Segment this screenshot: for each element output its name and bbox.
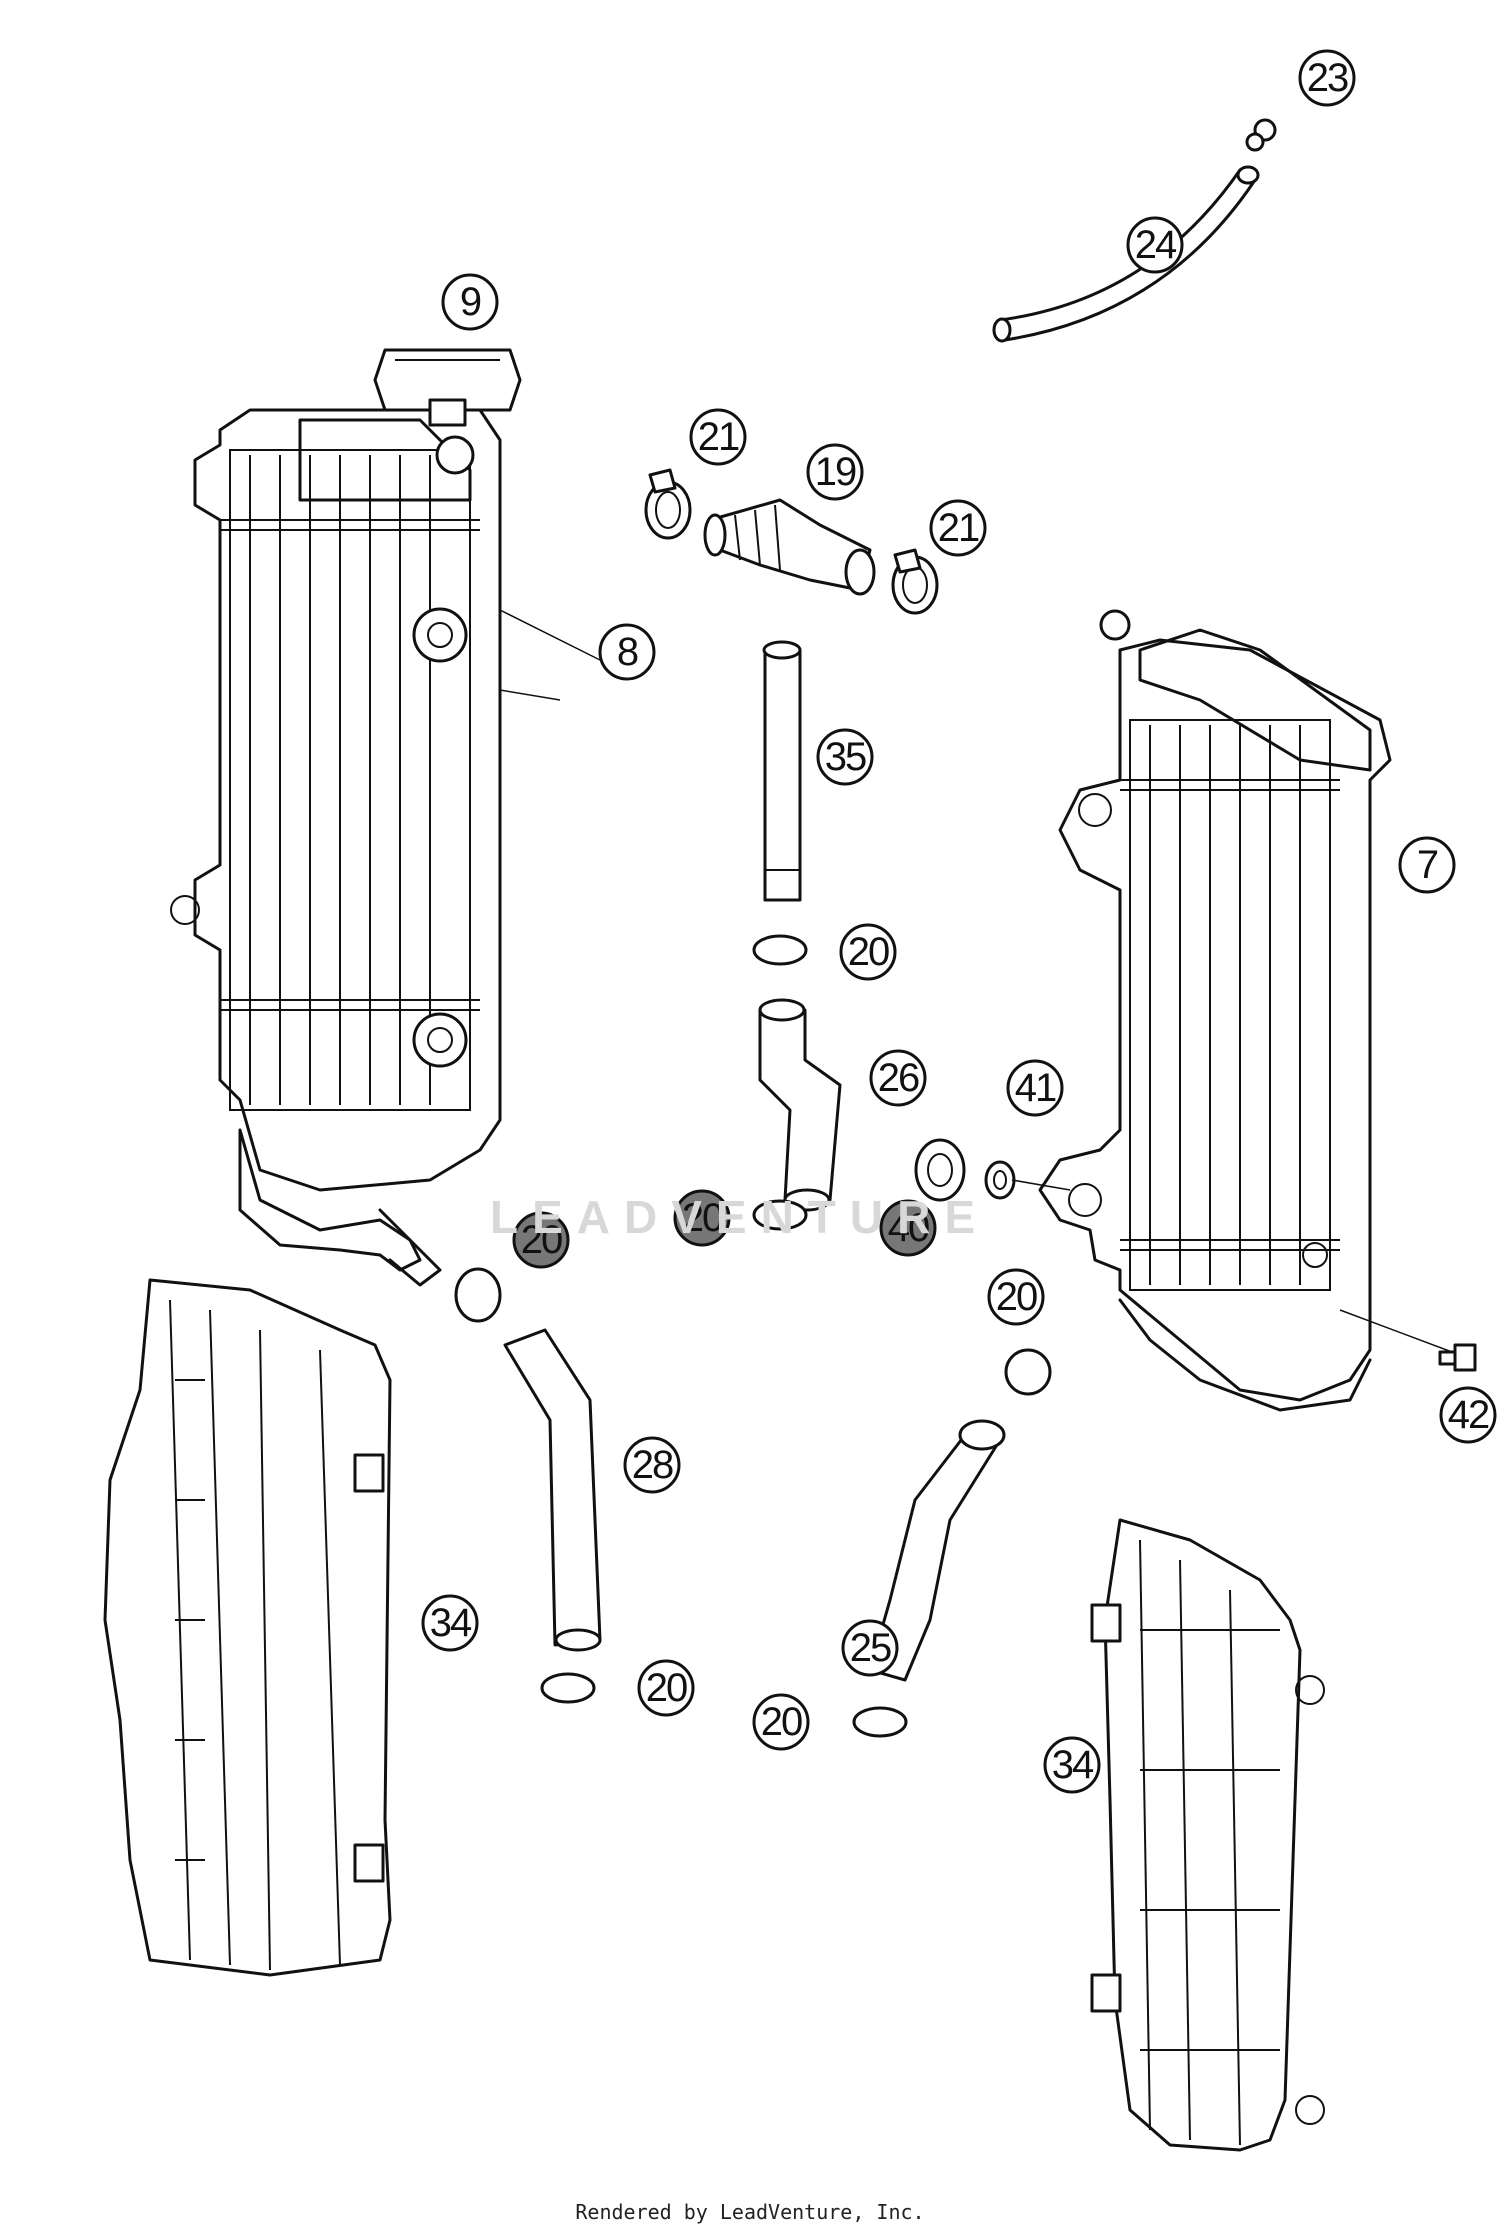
callout-number: 21: [938, 506, 979, 550]
callout-7: 7: [1398, 836, 1456, 894]
callout-20: 20: [752, 1693, 810, 1751]
callout-number: 28: [632, 1443, 673, 1487]
callout-circle: [929, 499, 987, 557]
hose-clamp-left[interactable]: [644, 468, 692, 540]
callout-19: 19: [806, 443, 864, 501]
coolant-fitting[interactable]: [703, 498, 876, 596]
right-radiator[interactable]: [1038, 609, 1392, 1412]
callout-number: 25: [850, 1626, 891, 1670]
callout-circle: [441, 273, 499, 331]
callout-number: 20: [646, 1666, 687, 1710]
callout-circle: [421, 1594, 479, 1652]
callout-20: 20: [673, 1189, 731, 1247]
callout-number: 35: [825, 735, 866, 779]
callout-number: 34: [430, 1601, 472, 1645]
callout-circle: [869, 1049, 927, 1107]
callout-circle: [623, 1436, 681, 1494]
callout-number: 24: [1135, 223, 1177, 267]
hose-clamp-20b[interactable]: [752, 1199, 808, 1231]
left-radiator[interactable]: [170, 408, 502, 1287]
callout-number: 21: [698, 415, 739, 459]
callout-circle: [752, 1693, 810, 1751]
callout-number: 41: [1015, 1066, 1056, 1110]
callout-number: 20: [682, 1196, 723, 1240]
callout-21: 21: [689, 408, 747, 466]
callout-number: 42: [1448, 1393, 1489, 1437]
callout-labels: 23 24 9 21 19 21 8 35 7 20 26 41 20 40 20 20 42 28 34 25 20 2…: [421, 49, 1497, 1794]
callout-number: 34: [1052, 1743, 1094, 1787]
callout-24: 24: [1126, 216, 1184, 274]
elbow-hose[interactable]: [758, 998, 842, 1212]
callout-circle: [806, 443, 864, 501]
callout-20: 20: [637, 1659, 695, 1717]
lower-hose-left[interactable]: [503, 1328, 602, 1652]
callout-number: 20: [996, 1275, 1037, 1319]
callout-circle: [1398, 836, 1456, 894]
right-radiator-shroud[interactable]: [1090, 1518, 1325, 2152]
callout-40: 40: [879, 1199, 937, 1257]
washer[interactable]: [984, 1160, 1016, 1200]
callout-circle: [1298, 49, 1356, 107]
callout-number: 20: [848, 930, 889, 974]
callout-number: 20: [761, 1700, 802, 1744]
hose-clamp-20c[interactable]: [454, 1267, 502, 1323]
callout-41: 41: [1006, 1059, 1064, 1117]
callout-34: 34: [1043, 1736, 1101, 1794]
callout-42: 42: [1439, 1386, 1497, 1444]
callout-circle: [839, 923, 897, 981]
credit-text: Rendered by LeadVenture, Inc.: [575, 2200, 925, 2224]
hose-clamp-20f[interactable]: [852, 1706, 908, 1738]
lower-hose-right[interactable]: [868, 1419, 1006, 1682]
callout-circle: [1439, 1386, 1497, 1444]
callout-25: 25: [841, 1619, 899, 1677]
callout-number: 40: [888, 1206, 929, 1250]
watermark: LEADVENTURE: [490, 1191, 990, 1243]
callout-circle: [879, 1199, 937, 1257]
callout-21: 21: [929, 499, 987, 557]
callout-circle: [512, 1211, 570, 1269]
callout-34: 34: [421, 1594, 479, 1652]
callout-26: 26: [869, 1049, 927, 1107]
left-radiator-shroud[interactable]: [103, 1278, 392, 1977]
small-clamp[interactable]: [1245, 118, 1277, 152]
callout-number: 7: [1417, 843, 1438, 887]
coolant-pipe[interactable]: [762, 640, 802, 902]
callout-circle: [841, 1619, 899, 1677]
callout-circle: [689, 408, 747, 466]
bolt[interactable]: [1438, 1343, 1477, 1372]
callout-circle: [673, 1189, 731, 1247]
callout-23: 23: [1298, 49, 1356, 107]
callout-28: 28: [623, 1436, 681, 1494]
callout-20: 20: [987, 1268, 1045, 1326]
callout-9: 9: [441, 273, 499, 331]
callout-number: 26: [878, 1056, 919, 1100]
callout-circle: [598, 623, 656, 681]
callout-number: 19: [815, 450, 856, 494]
callout-35: 35: [816, 728, 874, 786]
hose-clamp-20e[interactable]: [540, 1672, 596, 1704]
overflow-hose[interactable]: [992, 165, 1260, 343]
callout-number: 20: [521, 1218, 562, 1262]
callout-circle: [1006, 1059, 1064, 1117]
callout-circle: [1043, 1736, 1101, 1794]
callout-circle: [987, 1268, 1045, 1326]
callout-circle: [1126, 216, 1184, 274]
callout-20: 20: [839, 923, 897, 981]
hose-clamp-20d[interactable]: [1004, 1348, 1052, 1396]
grommet[interactable]: [914, 1138, 966, 1202]
callout-20: 20: [512, 1211, 570, 1269]
radiator-cap[interactable]: [373, 348, 522, 427]
callout-8: 8: [598, 623, 656, 681]
callout-circle: [637, 1659, 695, 1717]
hose-clamp-20a[interactable]: [752, 934, 808, 966]
hose-clamp-right[interactable]: [891, 548, 939, 615]
callout-circle: [816, 728, 874, 786]
callout-number: 23: [1307, 56, 1348, 100]
callout-number: 8: [617, 630, 638, 674]
callout-number: 9: [460, 280, 481, 324]
